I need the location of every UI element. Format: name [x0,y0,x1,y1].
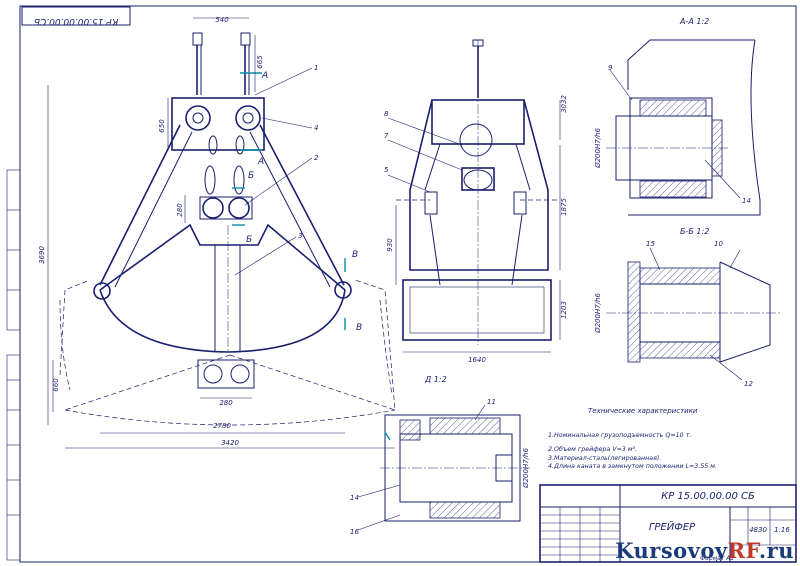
svg-text:3690: 3690 [38,246,46,264]
svg-text:540: 540 [215,16,229,24]
svg-text:10: 10 [714,240,723,248]
svg-text:1203: 1203 [560,301,568,319]
left-margin-stamps [6,169,21,561]
section-aa: А-А 1:2 9 14 Ø200Н7/h6 [594,17,761,216]
svg-text:660: 660 [52,378,60,392]
svg-text:5: 5 [384,166,389,174]
watermark: KursovoyRF.ru [615,538,794,563]
section-c: 11 14 16 Ø200Н7/h6 [350,398,530,536]
svg-text:11: 11 [487,398,496,406]
svg-text:650: 650 [158,119,166,133]
svg-text:Д 1:2: Д 1:2 [424,375,447,384]
svg-text:В: В [356,323,362,333]
front-view: А А Б Б В В 540 665 650 3690 280 660 280… [38,16,396,449]
svg-text:3420: 3420 [221,439,239,447]
svg-text:1.Номинальная грузоподъемность: 1.Номинальная грузоподъемность Q=10 т. [548,432,691,439]
svg-text:14: 14 [350,494,359,502]
svg-text:2: 2 [314,154,319,162]
svg-text:930: 930 [386,238,394,252]
svg-text:7: 7 [384,132,389,140]
svg-text:Б: Б [248,171,254,181]
svg-text:2780: 2780 [213,422,231,430]
svg-text:8: 8 [384,110,389,118]
bucket-outline [99,289,346,353]
svg-text:Ø200Н7/h6: Ø200Н7/h6 [594,293,602,334]
svg-text:Формат A1: Формат A1 [700,555,734,562]
svg-text:3032: 3032 [560,95,568,113]
svg-text:3.Материал-сталь(легированная): 3.Материал-сталь(легированная). [548,455,661,462]
svg-text:А-А 1:2: А-А 1:2 [679,17,709,26]
svg-text:665: 665 [256,55,264,69]
svg-text:КР 15.00.00.00 СБ: КР 15.00.00.00 СБ [661,491,755,502]
svg-text:280: 280 [176,203,184,217]
title-block: КР 15.00.00.00 СБ ГРЕЙФЕР 4830 1:16 Форм… [539,484,797,563]
svg-text:А: А [261,71,268,81]
svg-text:ГРЕЙФЕР: ГРЕЙФЕР [649,520,696,533]
bucket-side [402,279,552,341]
svg-text:15: 15 [646,240,655,248]
svg-text:В: В [352,250,358,260]
svg-text:А: А [257,157,264,167]
svg-text:1640: 1640 [468,356,486,364]
svg-text:Технические характеристики: Технические характеристики [588,407,698,415]
svg-text:Ø200Н7/h6: Ø200Н7/h6 [594,128,602,169]
svg-text:16: 16 [350,528,359,536]
svg-text:Б: Б [246,235,252,245]
svg-text:Ø200Н7/h6: Ø200Н7/h6 [522,448,530,489]
svg-text:12: 12 [744,380,753,388]
stamp-code: КР 15.00.00.00.СБ [34,16,118,26]
svg-text:Б-Б 1:2: Б-Б 1:2 [680,227,709,236]
svg-text:280: 280 [219,399,233,407]
svg-text:1: 1 [314,64,318,72]
tech-notes: Технические характеристики 1.Номинальная… [548,407,717,470]
svg-text:4830: 4830 [749,526,767,534]
section-bb: Б-Б 1:2 10 15 12 Ø200Н7/h6 [594,227,780,388]
svg-text:4.Длина каната в замкнутом пол: 4.Длина каната в замкнутом положении L=3… [548,463,717,470]
svg-text:14: 14 [742,197,751,205]
svg-text:1875: 1875 [560,198,568,216]
svg-text:4: 4 [314,124,318,132]
top-left-stamp: КР 15.00.00.00.СБ [21,6,131,26]
svg-text:9: 9 [608,64,613,72]
svg-text:1:16: 1:16 [774,526,790,534]
svg-text:2.Объем грейфера V=3 м³.: 2.Объем грейфера V=3 м³. [548,445,637,453]
upper-head [171,97,265,151]
svg-text:3: 3 [298,232,302,240]
side-view: 1640 3032 1875 930 1203 Д 1:2 8 7 5 [384,39,568,384]
